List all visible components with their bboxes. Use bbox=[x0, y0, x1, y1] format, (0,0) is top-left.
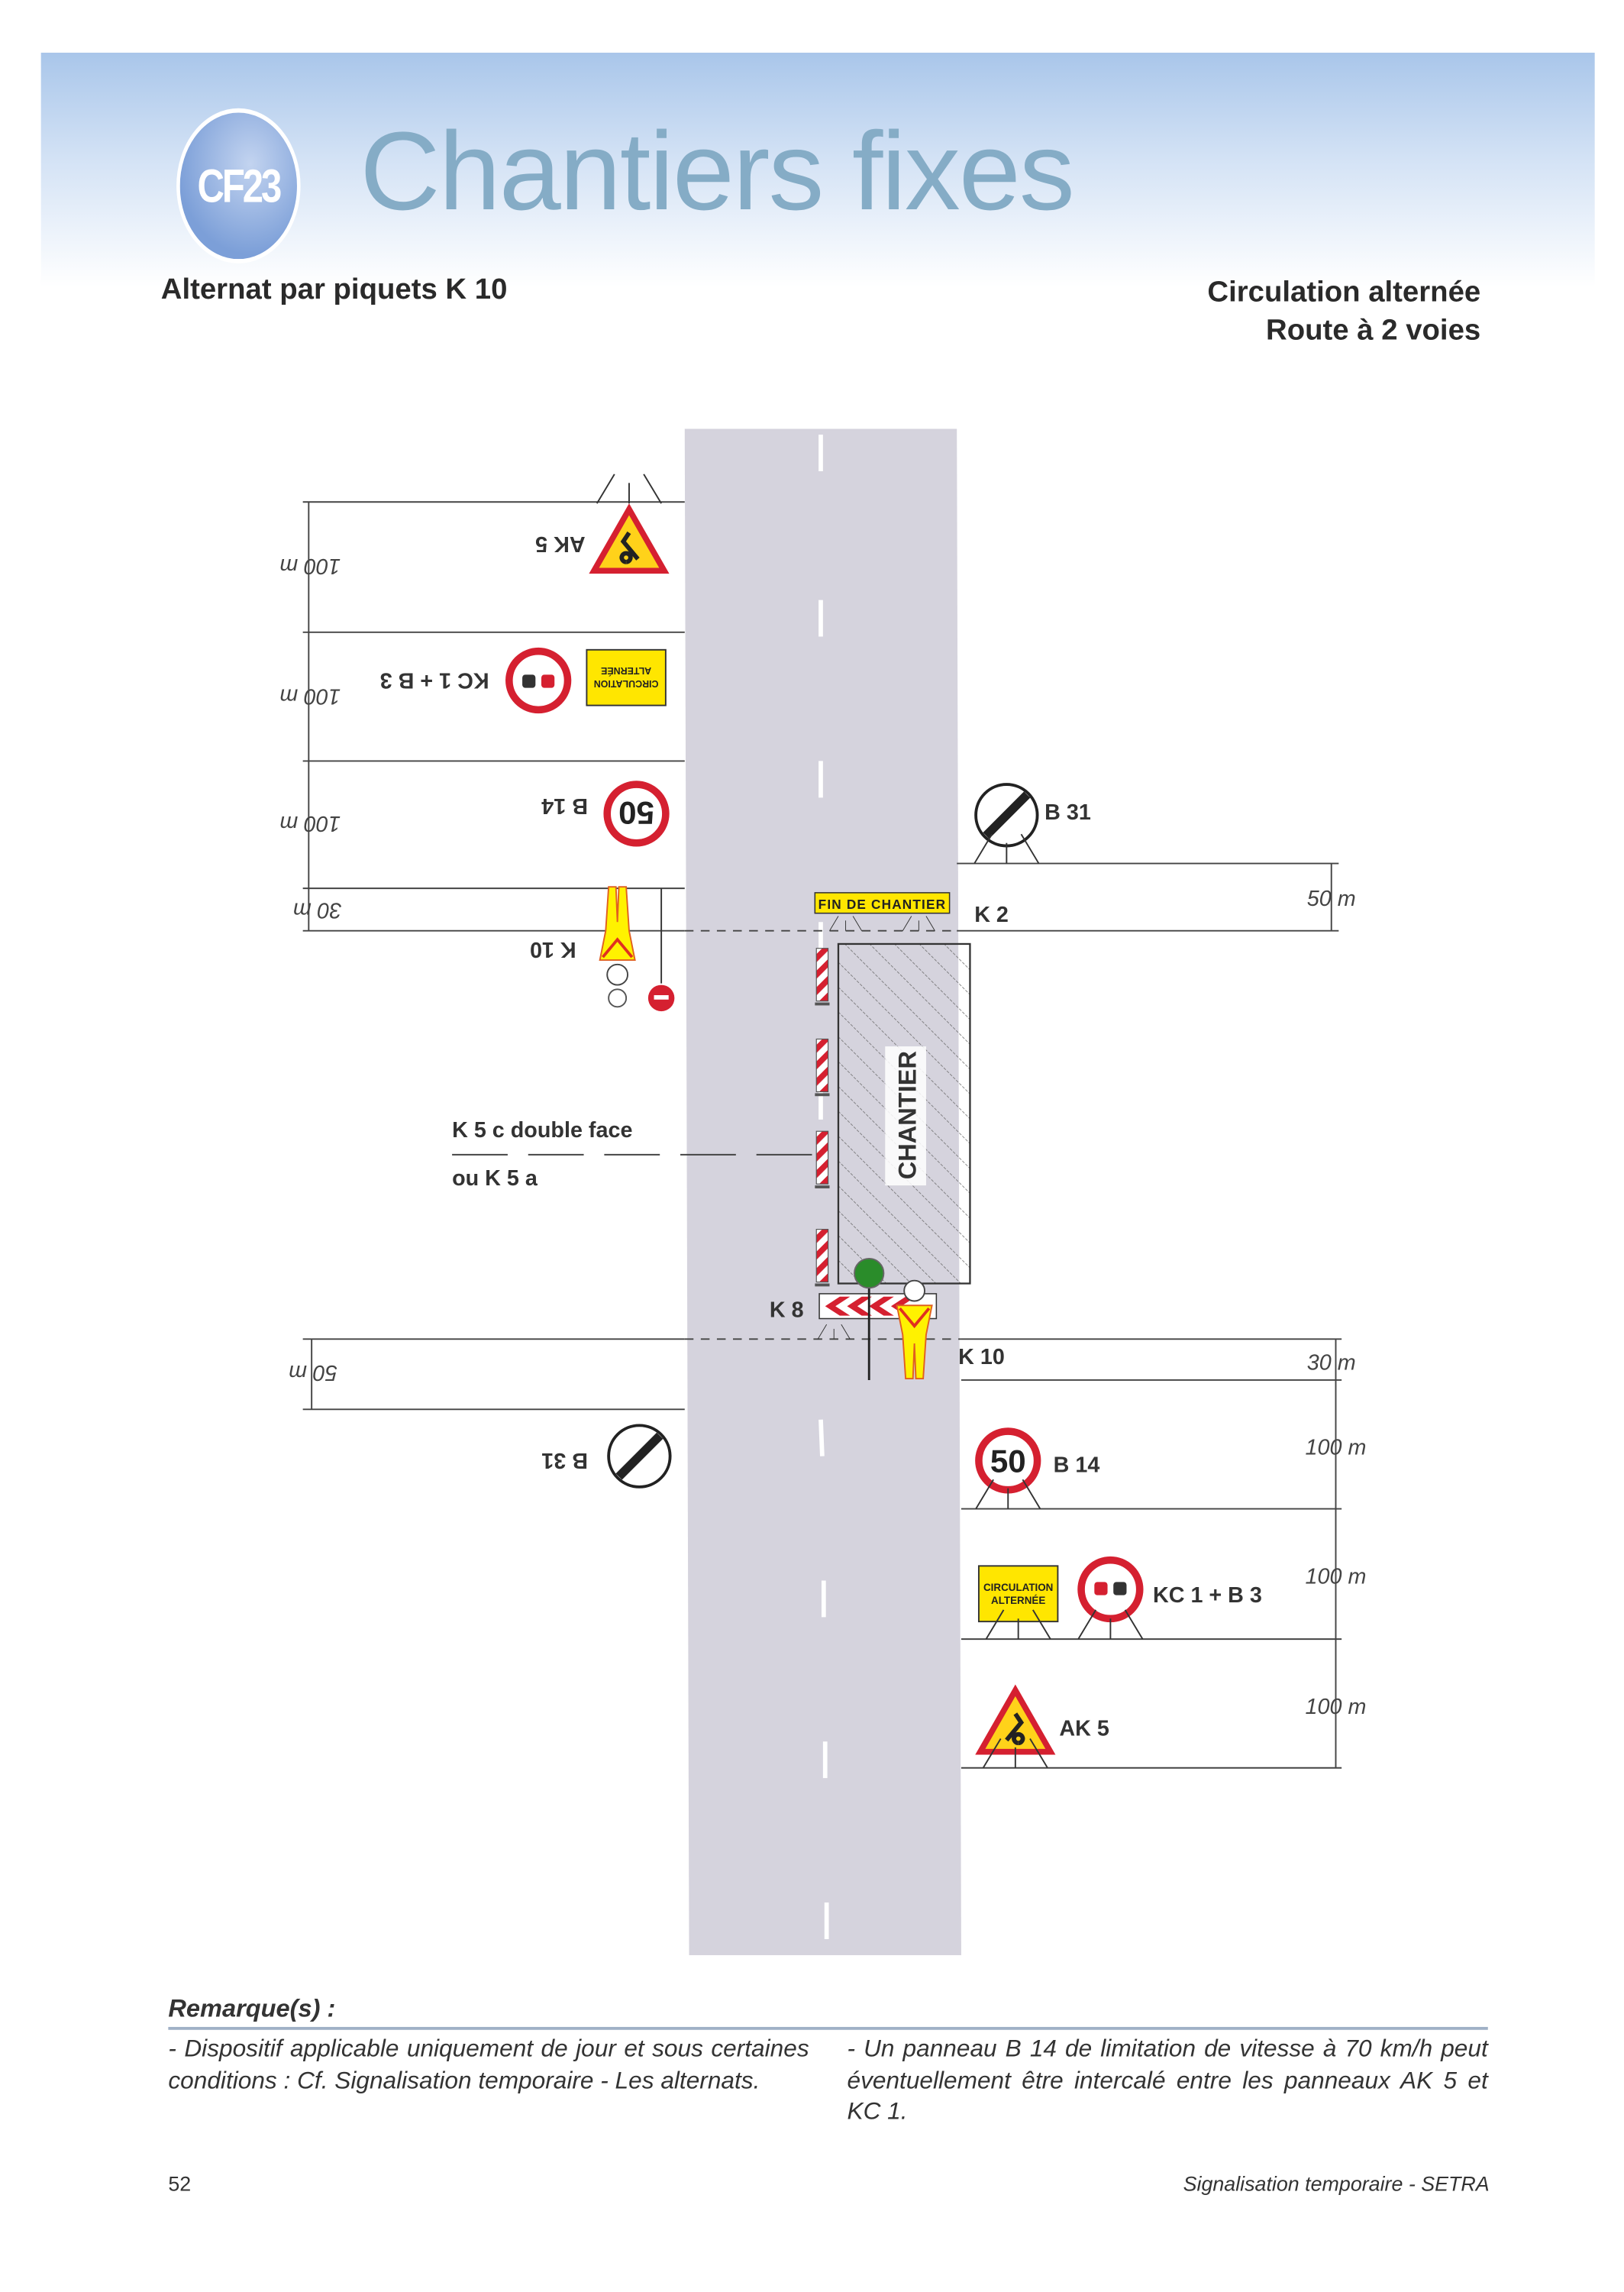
right-sign-label-kc1: KC 1 + B 3 bbox=[1153, 1583, 1262, 1608]
right-dist-3: 100 m bbox=[1306, 1564, 1367, 1589]
remark-right: - Un panneau B 14 de limitation de vites… bbox=[847, 2035, 1488, 2126]
svg-text:CIRCULATION: CIRCULATION bbox=[983, 1582, 1053, 1593]
footer-source: Signalisation temporaire - SETRA bbox=[1183, 2171, 1490, 2196]
kc1-b3-sign-left bbox=[509, 651, 568, 710]
b31-sign-left bbox=[609, 1425, 670, 1486]
flagger-head-left bbox=[608, 988, 628, 1008]
k5-label-2: ou K 5 a bbox=[452, 1166, 538, 1191]
k2-label: K 2 bbox=[974, 903, 1009, 927]
left-sign-label-k10: K 10 bbox=[530, 937, 576, 962]
subtitle-left: Alternat par piquets K 10 bbox=[160, 273, 508, 306]
svg-text:ALTERNÉE: ALTERNÉE bbox=[991, 1595, 1045, 1606]
right-sign-label-b14: B 14 bbox=[1054, 1453, 1100, 1478]
page-number: 52 bbox=[168, 2171, 192, 2196]
svg-text:FIN DE CHANTIER: FIN DE CHANTIER bbox=[818, 897, 947, 912]
circulation-alternee-sign-right: CIRCULATION ALTERNÉE bbox=[977, 1565, 1059, 1641]
ak5-sign-left bbox=[594, 473, 664, 571]
center-line bbox=[818, 435, 829, 1939]
page-title: Chantiers fixes bbox=[360, 109, 1074, 234]
kc1-b3-sign-right bbox=[1078, 1560, 1142, 1641]
circulation-alternee-sign-left: CIRCULATION ALTERNÉE bbox=[586, 648, 667, 706]
left-sign-label-b14: B 14 bbox=[541, 794, 588, 818]
work-zone-label: CHANTIER bbox=[894, 1051, 922, 1179]
k10-flagger-left bbox=[598, 885, 637, 987]
subtitle-right-line2: Route à 2 voies bbox=[1266, 314, 1481, 348]
remarks-divider bbox=[168, 2026, 1488, 2030]
left-dist-3: 100 m bbox=[279, 811, 341, 836]
left-dist-1: 100 m bbox=[279, 554, 341, 578]
remark-left: - Dispositif applicable uniquement de jo… bbox=[168, 2035, 809, 2094]
remarks-title: Remarque(s) : bbox=[168, 1994, 336, 2023]
left-dist-4: 30 m bbox=[293, 897, 342, 922]
section-badge: CF23 bbox=[176, 108, 301, 263]
svg-text:ALTERNÉE: ALTERNÉE bbox=[601, 665, 651, 677]
left-sign-label-ak5: AK 5 bbox=[535, 532, 585, 556]
ak5-sign-right bbox=[980, 1690, 1051, 1751]
b14-sign-right bbox=[976, 1431, 1040, 1510]
k8-label: K 8 bbox=[770, 1298, 804, 1323]
left-sign-label-b31: B 31 bbox=[541, 1448, 588, 1473]
subtitle-right: Circulation alternée Route à 2 voies bbox=[1207, 273, 1480, 350]
subtitle-right-line1: Circulation alternée bbox=[1207, 276, 1481, 309]
left-bottom-dist: 50 m bbox=[289, 1360, 337, 1385]
header-banner bbox=[40, 52, 1595, 287]
right-sign-label-b31: B 31 bbox=[1044, 800, 1091, 825]
road bbox=[684, 428, 961, 1956]
svg-text:CIRCULATION: CIRCULATION bbox=[594, 678, 659, 689]
right-sign-label-ak5: AK 5 bbox=[1059, 1717, 1109, 1741]
right-dist-2: 100 m bbox=[1306, 1436, 1367, 1460]
right-dist-1: 30 m bbox=[1307, 1351, 1356, 1376]
k5-label-1: K 5 c double face bbox=[452, 1118, 632, 1143]
b14-sign-left bbox=[607, 784, 666, 843]
green-disk bbox=[854, 1257, 885, 1289]
left-dist-2: 100 m bbox=[279, 684, 341, 709]
right-dist-4: 100 m bbox=[1306, 1695, 1367, 1719]
b31-sign-right bbox=[974, 784, 1038, 865]
left-sign-label-kc1: KC 1 + B 3 bbox=[380, 668, 489, 692]
right-top-dist: 50 m bbox=[1307, 887, 1356, 911]
right-sign-label-k10: K 10 bbox=[958, 1345, 1005, 1369]
fin-de-chantier-sign: FIN DE CHANTIER bbox=[814, 892, 951, 932]
